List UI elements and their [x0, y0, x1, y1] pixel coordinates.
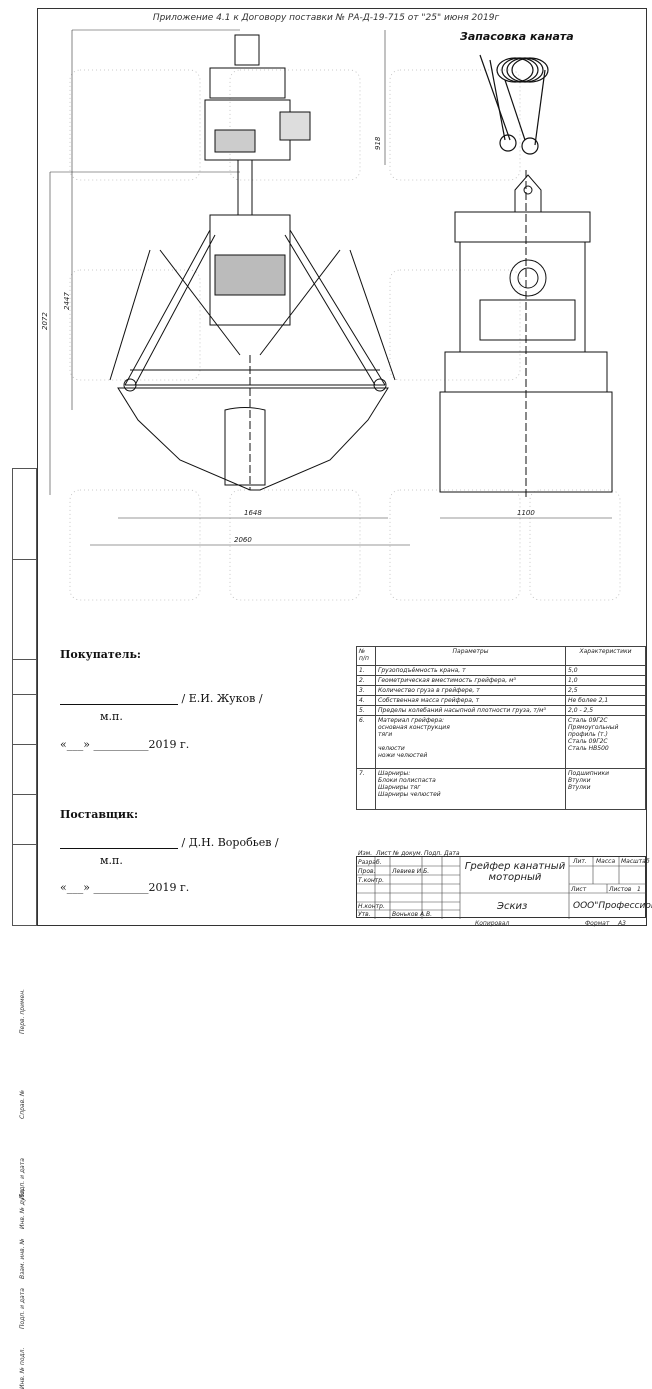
title-block-grid [357, 857, 647, 919]
stamp-col-date: Дата [444, 850, 460, 857]
side-view [439, 170, 613, 500]
col-header-values: Характеристики [565, 646, 646, 666]
strip-divider [13, 794, 36, 795]
supplier-mp: м.п. [100, 854, 123, 867]
side-strip: Перв. примен. Справ. № Подп. и дата Инв.… [12, 468, 37, 1389]
format-label: Формат [585, 920, 610, 927]
stamp-row-nkontr: Н.контр. [358, 903, 385, 910]
dim-2447: 2447 [63, 292, 71, 310]
strip-divider [13, 659, 36, 660]
stamp-scale: Масштаб [621, 858, 650, 865]
strip-divider [13, 694, 36, 695]
supplier-name: / Д.Н. Воробьев / [181, 836, 279, 849]
stamp-lit: Лит. [573, 858, 587, 865]
company-name: ООО"Профессионал" [573, 901, 652, 911]
stamp-col-doc: № докум. [393, 850, 423, 857]
supplier-signature-line: / Д.Н. Воробьев / [60, 836, 279, 849]
dim-1648: 1648 [244, 509, 262, 517]
strip-label: Подп. и дата [19, 1288, 26, 1329]
stamp-col-sign: Подп. [424, 850, 443, 857]
table-row: 6.Материал грейфера: основная конструкци… [356, 715, 646, 769]
stamp-name-1: Левиев И.Б. [392, 868, 430, 875]
rope-reeving-sketch [479, 54, 549, 155]
table-row: 7.Шарниры: Блоки полиспаста Шарниры тяг … [356, 768, 646, 810]
strip-label: Справ. № [19, 1089, 26, 1119]
stamp-mass: Масса [596, 858, 616, 865]
buyer-heading: Покупатель: [60, 648, 141, 661]
stamp-sheet: Лист [571, 886, 587, 893]
buyer-mp: м.п. [100, 710, 123, 723]
doc-sketch: Эскиз [497, 901, 528, 912]
grab-drawing: 918 2447 2072 1648 2060 1100 [41, 29, 621, 601]
dim-2060: 2060 [234, 536, 252, 544]
supplier-heading: Поставщик: [60, 808, 139, 821]
stamp-row-razrab: Разраб. [358, 859, 382, 866]
table-header-row: № п/п Параметры Характеристики [356, 646, 646, 666]
stamp-row-utv: Утв. [358, 911, 371, 918]
dim-2072: 2072 [41, 312, 49, 330]
stamp-sheets-val: 1 [637, 886, 641, 893]
stamp-col-list: Лист [376, 850, 392, 857]
title-block: Изм. Лист № докум. Подп. Дата Разраб. Пр… [356, 850, 652, 919]
strip-divider [13, 844, 36, 845]
buyer-name: / Е.И. Жуков / [181, 692, 263, 705]
strip-divider [13, 744, 36, 745]
format-value: А3 [618, 920, 626, 927]
strip-label: Перв. примен. [19, 988, 26, 1034]
table-row: 2.Геометрическая вместимость грейфера, м… [356, 675, 646, 686]
strip-divider [13, 559, 36, 560]
spec-table: № п/п Параметры Характеристики 1.Грузопо… [356, 646, 646, 810]
rope-reeving-title: Запасовка каната [460, 30, 574, 43]
dimension-lines [49, 29, 612, 546]
supplier-date: «___» __________2019 г. [60, 881, 190, 894]
strip-label: Взам. инв. № [19, 1238, 26, 1279]
front-view [109, 34, 396, 491]
stamp-sheets: Листов [609, 886, 632, 893]
stamp-name-2: Воньков А.В. [392, 911, 433, 918]
col-header-num: № п/п [356, 646, 376, 666]
stamp-row-tkontr: Т.контр. [358, 877, 385, 884]
dim-918: 918 [374, 136, 382, 150]
doc-title: Грейфер канатный моторный [464, 861, 566, 883]
buyer-date: «___» __________2019 г. [60, 738, 190, 751]
col-header-params: Параметры [375, 646, 566, 666]
strip-label: Инв. № подл. [19, 1347, 26, 1389]
table-row: 5.Пределы колебаний насыпной плотности г… [356, 705, 646, 716]
stamp-col-izm: Изм. [358, 850, 373, 857]
stamp-row-prov: Пров. [358, 868, 376, 875]
page-title: Приложение 4.1 к Договору поставки № РА-… [152, 13, 500, 23]
copied-label: Копировал [475, 920, 510, 927]
strip-label: Инв. № дубл. [19, 1187, 26, 1229]
buyer-signature-line: / Е.И. Жуков / [60, 692, 263, 705]
drawing-frame [37, 8, 647, 926]
dim-1100: 1100 [517, 509, 535, 517]
